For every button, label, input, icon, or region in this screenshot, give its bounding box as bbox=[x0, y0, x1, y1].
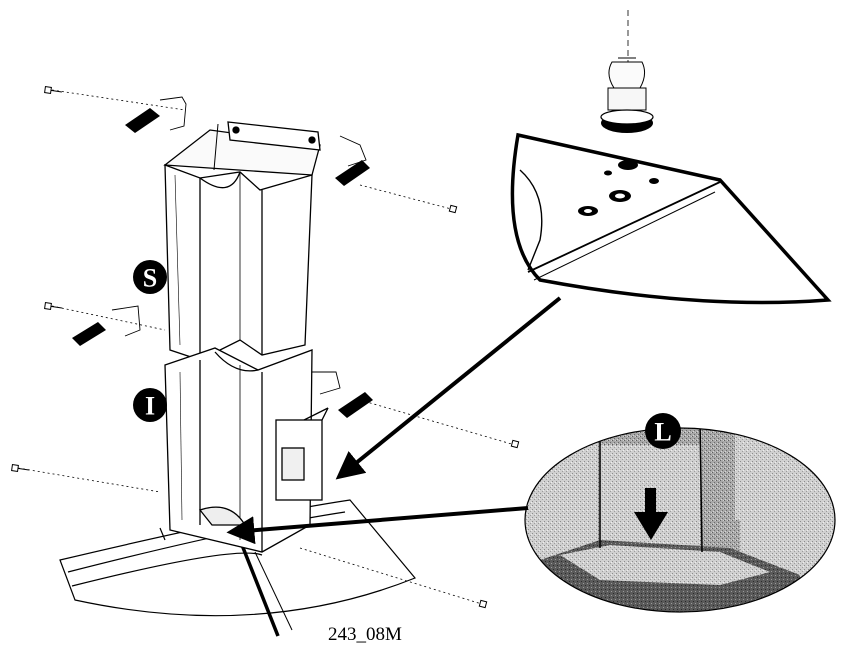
callout-upper-section: S bbox=[133, 260, 167, 294]
screw-icon bbox=[11, 86, 520, 609]
lower-column-section bbox=[164, 347, 329, 553]
base-floor-plate bbox=[59, 499, 416, 637]
bracket-icon bbox=[72, 96, 373, 418]
lamp-icon bbox=[600, 57, 654, 133]
top-plate-detail bbox=[510, 132, 832, 305]
callout-lower-section: I bbox=[133, 388, 167, 422]
callout-label-s: S bbox=[143, 264, 157, 293]
callout-detail: L bbox=[645, 413, 681, 449]
figure-code: 243_08M bbox=[328, 624, 402, 645]
callout-label-i: I bbox=[145, 392, 155, 421]
callout-label-l: L bbox=[654, 418, 671, 447]
arrow-down-icon bbox=[634, 488, 668, 540]
upper-column-section bbox=[163, 121, 321, 361]
leader-arrows bbox=[226, 296, 562, 545]
inset-detail-view bbox=[524, 427, 836, 613]
